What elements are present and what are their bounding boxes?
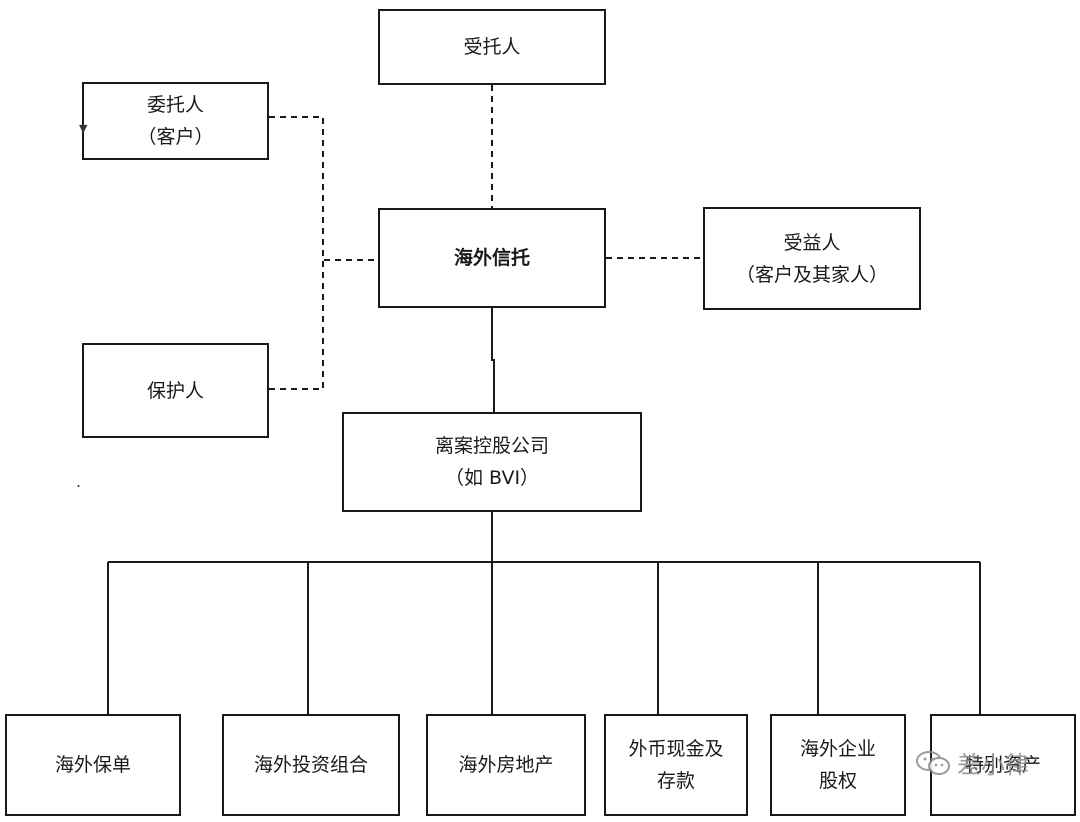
asset-box-6: 特别资产 — [930, 714, 1076, 816]
trust-label: 海外信托 — [453, 247, 530, 269]
trust-to-holding-solid — [491, 308, 495, 412]
settlor-sublabel: （客户） — [137, 126, 214, 148]
asset-label: 外币现金及 — [628, 738, 724, 760]
settlor-to-trust-dashed — [269, 116, 378, 261]
asset-label: 海外保单 — [54, 754, 131, 776]
asset-label: 海外投资组合 — [253, 754, 368, 776]
protector-label: 保护人 — [146, 379, 204, 402]
holding-company-box: 离案控股公司 （如 BVI） — [342, 412, 642, 512]
stray-dot: . — [76, 472, 82, 491]
asset-label: 海外企业 — [799, 738, 876, 760]
beneficiary-label: 受益人 — [783, 231, 841, 254]
asset-label: 特别资产 — [964, 754, 1041, 776]
holding-company-sublabel: （如 BVI） — [444, 467, 540, 489]
watermark: 差小律 — [915, 745, 1029, 780]
watermark-text: 差小律 — [957, 751, 1029, 779]
asset-box-5: 海外企业 股权 — [770, 714, 906, 816]
asset-box-4: 外币现金及 存款 — [604, 714, 748, 816]
asset-label: 海外房地产 — [458, 754, 554, 776]
holding-company-label: 离案控股公司 — [434, 435, 549, 457]
asset-box-3: 海外房地产 — [426, 714, 586, 816]
asset-box-1: 海外保单 — [5, 714, 181, 816]
protector-to-trust-dashed — [269, 260, 324, 390]
protector-box: 保护人 — [82, 343, 269, 438]
beneficiary-box: 受益人 （客户及其家人） — [703, 207, 921, 310]
asset-sublabel: 股权 — [818, 770, 857, 792]
small-arrow-icon: ▼ — [79, 122, 88, 135]
trustee-box: 受托人 — [378, 9, 606, 85]
settlor-box: 委托人 （客户） — [82, 82, 269, 160]
trust-box: 海外信托 — [378, 208, 606, 308]
beneficiary-sublabel: （客户及其家人） — [735, 263, 888, 286]
asset-sublabel: 存款 — [656, 770, 695, 792]
wechat-icon — [916, 750, 950, 775]
settlor-label: 委托人 — [146, 94, 204, 116]
asset-box-2: 海外投资组合 — [222, 714, 400, 816]
trustee-label: 受托人 — [463, 36, 521, 58]
